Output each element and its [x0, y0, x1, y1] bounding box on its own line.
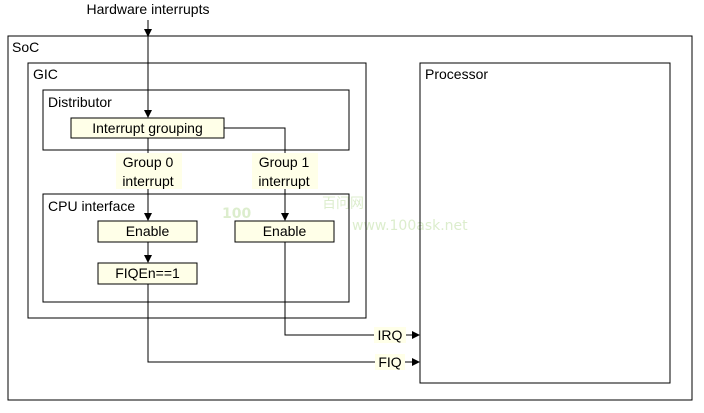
fiq-wire	[147, 284, 420, 366]
group0-label-line1: Group 0	[123, 154, 174, 170]
watermark: 100 百问网 www.100ask.net	[222, 196, 468, 234]
fiq-label: FIQ	[378, 354, 401, 370]
interrupt-grouping-label: Interrupt grouping	[92, 120, 203, 136]
irq-label: IRQ	[378, 327, 403, 343]
enable-group0-label: Enable	[126, 223, 170, 239]
processor-box	[419, 62, 671, 384]
group1-label-bg	[252, 153, 318, 189]
distributor-box	[42, 89, 350, 151]
soc-box	[7, 35, 693, 401]
cpu-interface-box	[42, 193, 350, 303]
fiq-label-bg	[375, 354, 405, 370]
group1-label-line1: Group 1	[259, 154, 310, 170]
cpu-interface-label: CPU interface	[48, 198, 135, 214]
hardware-interrupts-label: Hardware interrupts	[87, 1, 210, 17]
gic-label: GIC	[33, 66, 58, 82]
fiqen-label: FIQEn==1	[115, 265, 180, 281]
irq-wire	[284, 242, 420, 339]
watermark-logo: 100	[222, 206, 251, 222]
soc-label: SoC	[12, 39, 39, 55]
group1-wire	[224, 127, 289, 221]
watermark-brand: 百问网	[322, 196, 364, 212]
processor-label: Processor	[425, 66, 488, 82]
enable-group1-label: Enable	[263, 223, 307, 239]
distributor-label: Distributor	[48, 94, 112, 110]
group0-label-line2: interrupt	[122, 173, 173, 189]
gic-box	[27, 62, 367, 319]
group0-label-bg	[116, 153, 182, 189]
group1-label-line2: interrupt	[258, 173, 309, 189]
irq-label-bg	[374, 327, 406, 343]
watermark-url: www.100ask.net	[352, 218, 468, 234]
